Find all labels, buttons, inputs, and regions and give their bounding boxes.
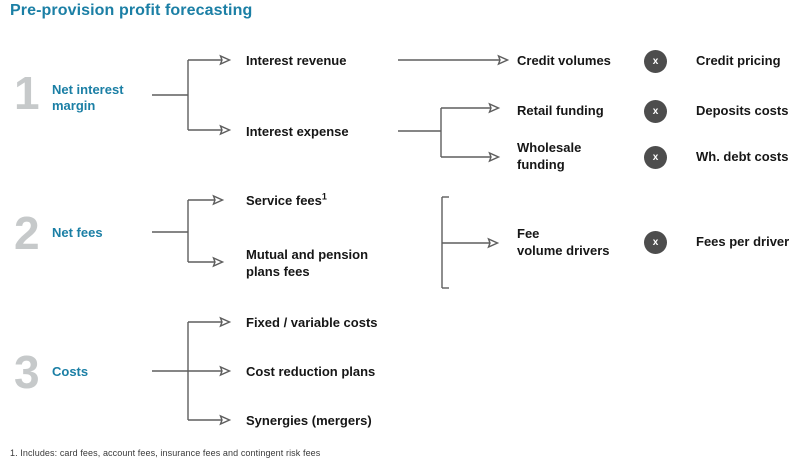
multiply-icon: x xyxy=(644,146,667,169)
node-wh-debt-costs: Wh. debt costs xyxy=(696,149,789,164)
node-fee-volume-drivers-line-2: volume drivers xyxy=(517,243,610,258)
section-label-net-fees: Net fees xyxy=(52,225,103,240)
node-credit-volumes: Credit volumes xyxy=(517,53,611,68)
node-wholesale-funding-line-2: funding xyxy=(517,157,565,172)
nim-split-connector xyxy=(152,54,232,136)
node-service-fees: Service fees1 xyxy=(246,192,327,209)
section-label-line-1: Net interest xyxy=(52,82,124,97)
node-credit-pricing: Credit pricing xyxy=(696,53,781,68)
node-synergies-mergers: Synergies (mergers) xyxy=(246,413,372,428)
multiply-icon: x xyxy=(644,100,667,123)
node-fee-volume-drivers-line-1: Fee xyxy=(517,226,540,241)
section-label-net-interest-margin: Net interest margin xyxy=(52,82,124,114)
section-number-1: 1 xyxy=(14,67,40,119)
interest-revenue-arrow xyxy=(398,54,510,66)
multiply-icon: x xyxy=(644,231,667,254)
fees-merge-bracket xyxy=(441,196,500,289)
page-title: Pre-provision profit forecasting xyxy=(10,2,253,19)
node-wholesale-funding: Wholesale funding xyxy=(517,139,581,173)
node-service-fees-text: Service fees xyxy=(246,193,322,208)
section-label-line-2: margin xyxy=(52,98,96,113)
footnote: 1. Includes: card fees, account fees, in… xyxy=(10,448,321,458)
node-deposits-costs: Deposits costs xyxy=(696,103,789,118)
section-label-costs: Costs xyxy=(52,364,89,379)
node-mutual-pension-line-2: plans fees xyxy=(246,264,310,279)
costs-split-connector xyxy=(152,316,232,426)
node-mutual-pension-line-1: Mutual and pension xyxy=(246,247,369,262)
node-mutual-pension-plans-fees: Mutual and pension plans fees xyxy=(246,246,368,280)
node-interest-expense: Interest expense xyxy=(246,124,349,139)
footnote-marker: 1 xyxy=(321,191,327,202)
section-number-2: 2 xyxy=(14,207,40,259)
node-fee-volume-drivers: Fee volume drivers xyxy=(517,225,610,259)
node-wholesale-funding-line-1: Wholesale xyxy=(517,140,582,155)
node-fixed-variable-costs: Fixed / variable costs xyxy=(246,315,378,330)
node-fees-per-driver: Fees per driver xyxy=(696,234,790,249)
node-cost-reduction-plans: Cost reduction plans xyxy=(246,364,376,379)
section-number-3: 3 xyxy=(14,346,40,398)
fees-split-connector xyxy=(152,194,225,268)
multiply-icon: x xyxy=(644,50,667,73)
interest-expense-split-connector xyxy=(398,102,501,163)
node-retail-funding: Retail funding xyxy=(517,103,604,118)
node-interest-revenue: Interest revenue xyxy=(246,53,347,68)
